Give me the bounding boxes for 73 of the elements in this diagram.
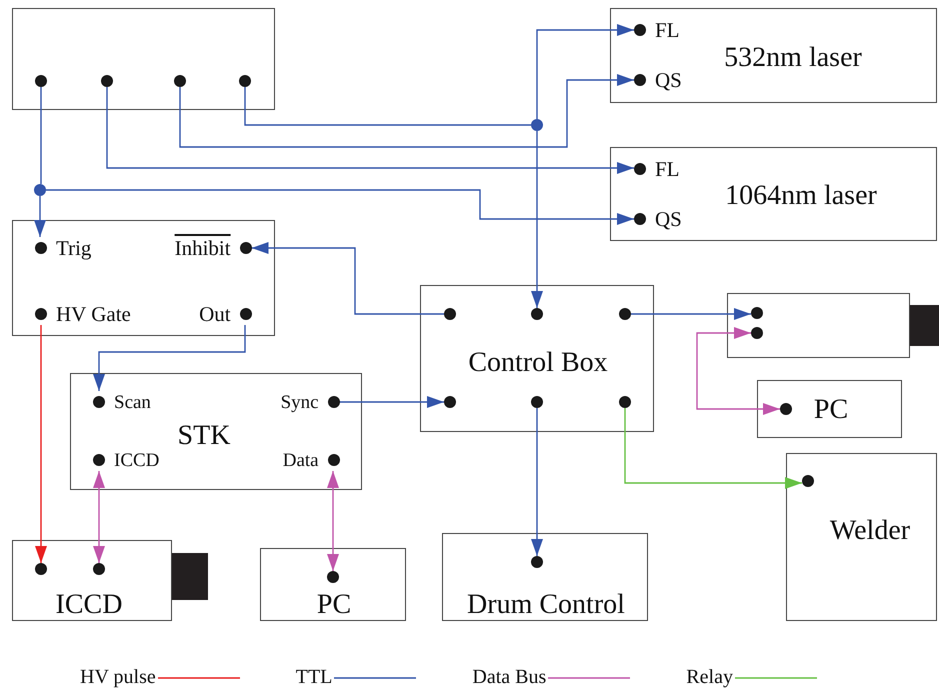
connector-arrow xyxy=(106,87,634,174)
pin-label: FL xyxy=(655,158,680,180)
connector-pin xyxy=(531,396,543,408)
connector-arrow xyxy=(631,308,751,320)
connector-arrow xyxy=(624,408,802,489)
connector-pin xyxy=(35,75,47,87)
device-box xyxy=(12,220,275,336)
pin-label: FL xyxy=(655,20,680,40)
connector-pin xyxy=(93,563,105,575)
connector-pin xyxy=(619,396,631,408)
connector-arrow xyxy=(179,74,634,148)
device-box xyxy=(727,293,910,358)
device-box xyxy=(610,8,937,103)
connector-pin xyxy=(780,403,792,415)
connector-arrow xyxy=(536,24,634,119)
pin-label: Sync xyxy=(280,392,319,412)
connector-pin xyxy=(751,307,763,319)
device-box xyxy=(442,533,648,621)
device-box xyxy=(610,147,937,241)
pin-label: Scan xyxy=(114,392,151,412)
connector-arrow xyxy=(93,471,105,563)
connector-arrow xyxy=(93,325,246,391)
pin-label: Inhibit xyxy=(174,238,231,258)
connector-arrow xyxy=(327,471,339,571)
device-label: PC xyxy=(814,394,848,426)
connector-pin xyxy=(239,75,251,87)
device-label: 532nm laser xyxy=(724,42,862,74)
connector-arrow xyxy=(340,396,444,408)
legend-label: TTL xyxy=(296,666,332,689)
pin-label: Out xyxy=(199,304,231,324)
connector-arrow xyxy=(531,131,543,308)
pin-label: QS xyxy=(655,208,682,230)
junction-dot xyxy=(531,119,543,131)
connector-pin xyxy=(174,75,186,87)
device-label: PC xyxy=(316,589,352,621)
device-box xyxy=(757,380,902,438)
connector-arrow xyxy=(34,196,46,237)
pin-label: Data xyxy=(282,450,319,470)
device-box xyxy=(260,548,406,621)
connector-pin xyxy=(101,75,113,87)
connector-pin xyxy=(444,308,456,320)
connector-arrow xyxy=(531,408,543,556)
connector-arrow xyxy=(696,327,780,415)
device-label: Drum Control xyxy=(467,589,625,621)
connector-pin xyxy=(444,396,456,408)
device-label: ICCD xyxy=(56,589,122,621)
device-label: Control Box xyxy=(468,347,608,379)
connector-pin xyxy=(802,475,814,487)
connector-arrow xyxy=(252,242,444,315)
connector-pin xyxy=(531,308,543,320)
connector-pin xyxy=(35,563,47,575)
connector-arrow xyxy=(46,189,634,225)
connector-pin xyxy=(327,571,339,583)
pin-label: QS xyxy=(655,70,682,90)
device-box xyxy=(12,540,172,621)
device-box xyxy=(786,453,937,621)
device-box xyxy=(70,373,362,490)
pin-label: Trig xyxy=(56,238,92,258)
legend-label: Data Bus xyxy=(472,666,546,689)
device-box xyxy=(420,285,654,432)
junction-dot xyxy=(34,184,46,196)
pin-label: ICCD xyxy=(114,450,160,470)
legend-label: HV pulse xyxy=(80,666,156,689)
device-label: STK xyxy=(178,420,230,452)
device-box xyxy=(12,8,275,110)
connector-pin xyxy=(619,308,631,320)
connector-arrow xyxy=(35,325,47,563)
device-label: 1064nm laser xyxy=(725,180,877,212)
connector-pin xyxy=(751,327,763,339)
device-label: Welder xyxy=(830,515,910,547)
pin-label: HV Gate xyxy=(56,304,131,324)
connector-pin xyxy=(531,556,543,568)
legend-label: Relay xyxy=(686,666,733,689)
